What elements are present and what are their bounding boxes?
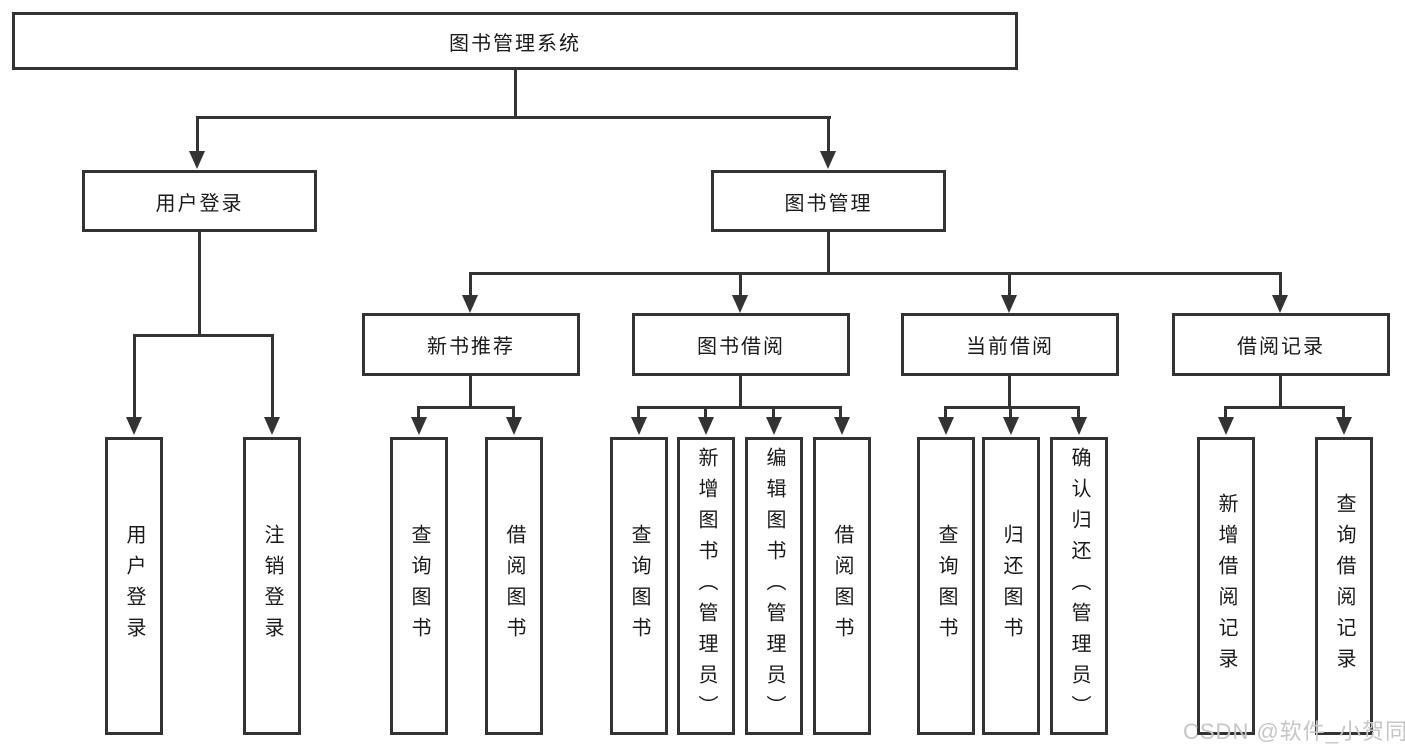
leaf-label: 查询借阅记录 (1333, 493, 1355, 679)
arrow-down-icon (264, 417, 280, 435)
arrow-down-icon (411, 417, 427, 435)
node-new-book-recommend-label: 新书推荐 (427, 336, 515, 358)
arrow-down-icon (732, 295, 748, 313)
connector-level3-hline (469, 272, 1282, 275)
leaf-label: 借阅图书 (503, 524, 525, 648)
connector-level3-stem (469, 272, 472, 298)
connector-group-hline (637, 406, 842, 409)
leaf-add-books-admin: 新增图书（管理员） (677, 437, 735, 735)
leaf-confirm-return-admin: 确认归还（管理员） (1050, 437, 1108, 735)
csdn-watermark: CSDN @软件_小贺同学 (1183, 719, 1405, 744)
leaf-label: 用户登录 (123, 524, 145, 648)
leaf-borrow-books: 借阅图书 (813, 437, 871, 735)
connector-leaf-stem (1077, 406, 1080, 418)
connector-leaf-stem (133, 334, 136, 418)
leaf-label: 查询图书 (935, 524, 957, 648)
leaf-label: 新增借阅记录 (1215, 493, 1237, 679)
arrow-down-icon (766, 417, 782, 435)
connector-leaf-stem (1224, 406, 1227, 418)
node-root: 图书管理系统 (12, 12, 1018, 70)
connector-level3-stem (1008, 272, 1011, 298)
leaf-label: 编辑图书（管理员） (763, 446, 785, 726)
connector-userlogin-hline (133, 334, 274, 337)
connector-leaf-stem (839, 406, 842, 418)
connector-group-stem (1279, 375, 1282, 408)
node-book-management: 图书管理 (711, 170, 946, 232)
connector-group-stem (1008, 375, 1011, 408)
connector-bookmgmt-down (827, 231, 830, 274)
arrow-down-icon (631, 417, 647, 435)
connector-leaf-stem (417, 406, 420, 418)
connector-leaf-stem (1342, 406, 1345, 418)
connector-userlogin-stem (196, 116, 199, 152)
leaf-label: 查询图书 (408, 524, 430, 648)
arrow-down-icon (189, 151, 205, 169)
connector-group-hline (1224, 406, 1345, 409)
leaf-logout: 注销登录 (243, 437, 301, 735)
leaf-label: 新增图书（管理员） (695, 446, 717, 726)
node-book-borrow-label: 图书借阅 (697, 336, 785, 358)
connector-level3-stem (739, 272, 742, 298)
node-user-login: 用户登录 (82, 170, 317, 232)
leaf-borrow-books-recommend: 借阅图书 (485, 437, 543, 735)
arrow-down-icon (698, 417, 714, 435)
node-current-borrow-label: 当前借阅 (966, 336, 1054, 358)
node-book-borrow: 图书借阅 (632, 313, 850, 376)
connector-group-hline (417, 406, 515, 409)
connector-leaf-stem (704, 406, 707, 418)
connector-group-stem (469, 375, 472, 408)
arrow-down-icon (1272, 295, 1288, 313)
node-root-label: 图书管理系统 (449, 32, 581, 55)
leaf-label: 确认归还（管理员） (1068, 446, 1090, 726)
node-borrow-record: 借阅记录 (1172, 313, 1390, 376)
connector-group-hline (944, 406, 1080, 409)
arrow-down-icon (506, 417, 522, 435)
node-borrow-record-label: 借阅记录 (1237, 336, 1325, 358)
connector-root-stem (514, 69, 517, 117)
connector-leaf-stem (512, 406, 515, 418)
node-current-borrow: 当前借阅 (901, 313, 1119, 376)
leaf-add-borrow-record: 新增借阅记录 (1197, 437, 1255, 735)
leaf-label: 借阅图书 (831, 524, 853, 648)
leaf-edit-books-admin: 编辑图书（管理员） (745, 437, 803, 735)
leaf-label: 注销登录 (261, 524, 283, 648)
connector-level3-stem (1279, 272, 1282, 298)
arrow-down-icon (1071, 417, 1087, 435)
node-new-book-recommend: 新书推荐 (362, 313, 580, 376)
leaf-query-borrow-record: 查询借阅记录 (1315, 437, 1373, 735)
leaf-label: 查询图书 (628, 524, 650, 648)
connector-leaf-stem (637, 406, 640, 418)
node-user-login-label: 用户登录 (155, 192, 244, 215)
arrow-down-icon (1001, 295, 1017, 313)
arrow-down-icon (1336, 417, 1352, 435)
arrow-down-icon (126, 417, 142, 435)
leaf-label: 归还图书 (1000, 524, 1022, 648)
connector-leaf-stem (944, 406, 947, 418)
leaf-query-books-borrow: 查询图书 (610, 437, 668, 735)
leaf-return-books: 归还图书 (982, 437, 1040, 735)
connector-userlogin-down (198, 231, 201, 336)
leaf-user-login: 用户登录 (105, 437, 163, 735)
connector-bookmgmt-stem (827, 116, 830, 152)
arrow-down-icon (462, 295, 478, 313)
connector-leaf-stem (1009, 406, 1012, 418)
connector-level1-hline (196, 116, 831, 119)
arrow-down-icon (834, 417, 850, 435)
arrow-down-icon (1003, 417, 1019, 435)
connector-leaf-stem (772, 406, 775, 418)
node-book-management-label: 图书管理 (784, 192, 873, 215)
connector-leaf-stem (271, 334, 274, 418)
arrow-down-icon (1218, 417, 1234, 435)
leaf-query-books-recommend: 查询图书 (390, 437, 448, 735)
connector-group-stem (739, 375, 742, 408)
arrow-down-icon (820, 151, 836, 169)
leaf-query-books-current: 查询图书 (917, 437, 975, 735)
arrow-down-icon (938, 417, 954, 435)
